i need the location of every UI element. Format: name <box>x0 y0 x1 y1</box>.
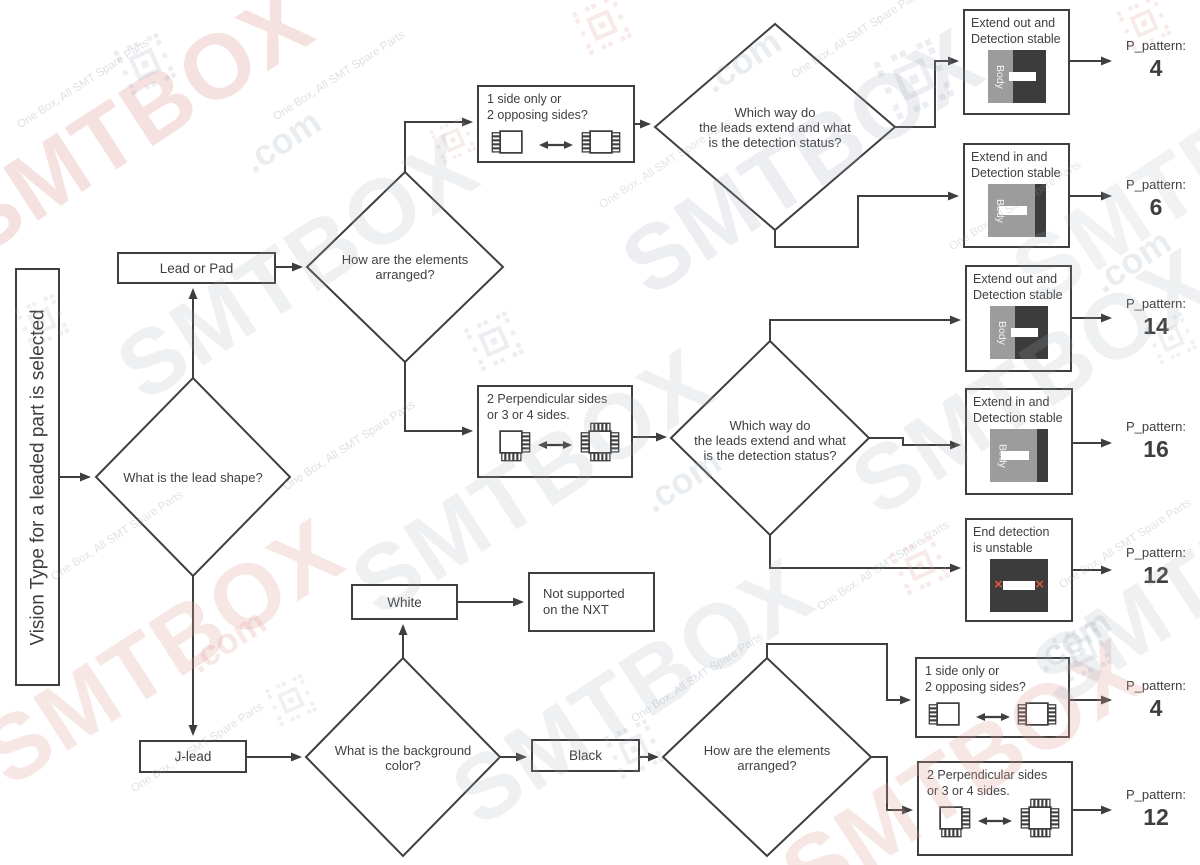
lead-extend-in-image: Body <box>990 429 1048 482</box>
flow-arrow <box>895 56 959 128</box>
which-way-question-top: Which way do the leads extend and what i… <box>699 105 851 150</box>
diamond-which-way-top <box>653 22 897 232</box>
p-pattern-output: P_pattern: 4 <box>1117 678 1195 722</box>
chip-pins-left-right-icon <box>1017 694 1057 739</box>
start-node-label: Vision Type for a leaded part is selecte… <box>27 309 48 646</box>
flow-arrow <box>769 535 961 573</box>
p-pattern-value: 12 <box>1143 562 1169 588</box>
chip-pins-all-sides-icon <box>1020 798 1060 843</box>
chip-pins-left-icon <box>491 122 531 167</box>
diamond-background-color <box>304 656 502 858</box>
p-pattern-output: P_pattern: 14 <box>1117 296 1195 340</box>
lead-extend-out-image: Body <box>987 50 1046 103</box>
result-unstable-mid: End detection is unstable × × <box>965 518 1073 622</box>
p-pattern-value: 4 <box>1149 55 1163 81</box>
background-color-question: What is the background color? <box>334 743 472 773</box>
result-extend-in-top: Extend in and Detection stable Body <box>963 143 1070 248</box>
chip-pins-right-bottom-icon <box>931 798 971 843</box>
p-pattern-value: 4 <box>1149 695 1163 721</box>
lead-bar <box>1010 328 1038 337</box>
p-pattern-output: P_pattern: 16 <box>1117 419 1195 463</box>
flow-arrow <box>871 756 913 815</box>
diamond-which-way-mid <box>669 339 871 537</box>
error-x-icon: × <box>1035 576 1044 593</box>
p-pattern-value: 16 <box>1143 436 1169 462</box>
lead-bar <box>1008 72 1036 81</box>
body-label: Body <box>987 50 1013 103</box>
p-pattern-output: P_pattern: 12 <box>1117 545 1195 589</box>
not-supported-node: Not supported on the NXT <box>528 572 655 632</box>
p-pattern-output: P_pattern: 12 <box>1117 787 1195 831</box>
chip-pins-left-icon <box>928 694 968 739</box>
flow-arrow <box>869 437 961 450</box>
error-x-icon: × <box>994 576 1003 593</box>
double-headed-arrow-icon <box>978 816 1012 825</box>
p-pattern-value: 6 <box>1149 194 1163 220</box>
lead-extend-in-image: Body <box>987 184 1046 237</box>
one-side-option-top: 1 side only or 2 opposing sides? <box>477 85 635 163</box>
chip-pins-all-sides-icon <box>580 422 620 467</box>
diamond-lead-shape <box>94 376 292 578</box>
diamond-elements-arranged-top <box>305 170 505 364</box>
body-label: Body <box>989 306 1015 359</box>
j-lead-node: J-lead <box>139 740 247 773</box>
which-way-question-mid: Which way do the leads extend and what i… <box>694 418 846 463</box>
lead-or-pad-node: Lead or Pad <box>117 252 276 284</box>
start-node <box>15 268 60 686</box>
perpendicular-option-mid: 2 Perpendicular sides or 3 or 4 sides. <box>477 385 633 478</box>
double-headed-arrow-icon <box>538 440 572 449</box>
result-extend-out-mid: Extend out and Detection stable Body <box>965 265 1072 372</box>
one-side-option-bottom: 1 side only or 2 opposing sides? <box>915 657 1070 738</box>
flow-arrow <box>769 315 961 341</box>
diamond-elements-arranged-bottom <box>661 656 873 858</box>
lead-extend-out-image: Body <box>989 306 1048 359</box>
chip-pins-right-bottom-icon <box>491 422 531 467</box>
elements-arranged-question-top: How are the elements arranged? <box>341 252 469 282</box>
result-extend-out-top: Extend out and Detection stable Body <box>963 9 1070 115</box>
white-node: White <box>351 584 458 620</box>
result-extend-in-mid: Extend in and Detection stable Body <box>965 388 1073 495</box>
lead-shape-question: What is the lead shape? <box>123 470 263 485</box>
chip-pins-left-right-icon <box>581 122 621 167</box>
lead-bar <box>1003 581 1035 590</box>
flow-arrow <box>404 362 473 436</box>
perpendicular-option-bottom: 2 Perpendicular sides or 3 or 4 sides. <box>917 761 1073 856</box>
double-headed-arrow-icon <box>539 140 573 149</box>
background-strip <box>1034 184 1046 237</box>
background-strip <box>1037 429 1048 482</box>
flow-arrow <box>766 643 911 705</box>
flow-arrow <box>404 117 473 172</box>
black-node: Black <box>531 739 640 772</box>
lead-bar <box>1001 451 1029 460</box>
elements-arranged-question-bottom: How are the elements arranged? <box>703 743 831 773</box>
p-pattern-value: 14 <box>1143 313 1169 339</box>
p-pattern-output: P_pattern: 6 <box>1117 177 1195 221</box>
double-headed-arrow-icon <box>975 712 1010 721</box>
unstable-detection-image: × × <box>990 559 1048 612</box>
p-pattern-output: P_pattern: 4 <box>1117 38 1195 82</box>
lead-bar <box>998 206 1027 215</box>
p-pattern-value: 12 <box>1143 804 1169 830</box>
flow-arrow <box>774 191 959 248</box>
